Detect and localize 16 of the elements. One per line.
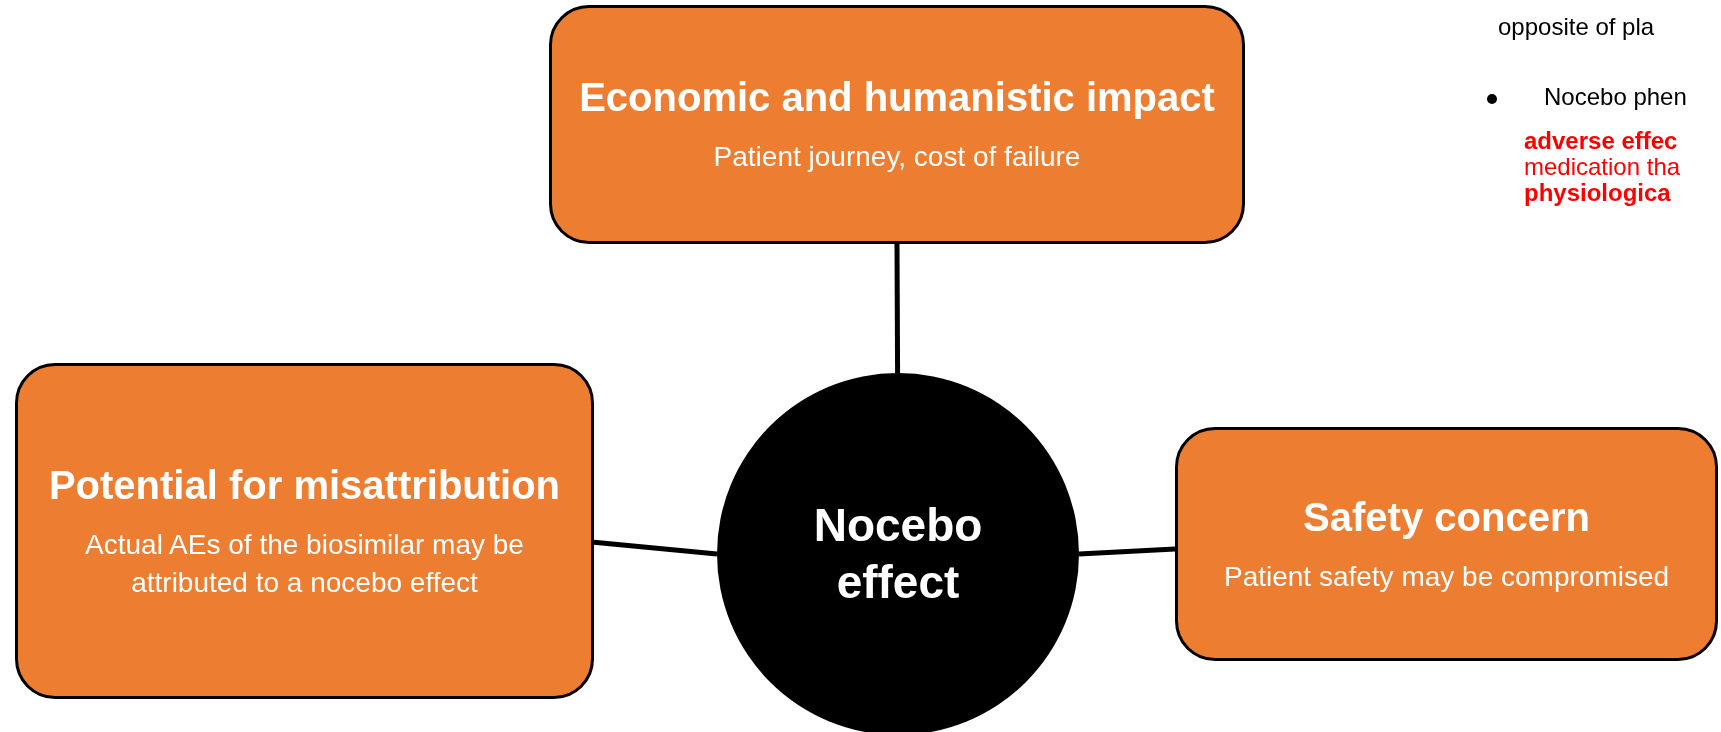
connector-line <box>1078 546 1176 557</box>
note-text: Nocebo phen <box>1544 84 1687 110</box>
topic-box <box>549 5 1245 244</box>
connector-line <box>894 244 901 373</box>
box-description: Actual AEs of the biosimilar may be attributed to a nocebo effect <box>84 527 525 600</box>
box-title: Safety concern <box>1303 493 1590 541</box>
note-text: adverse effec medication tha physiologica <box>1524 128 1682 206</box>
box-title: Nocebo effect <box>812 497 984 610</box>
box-title: Potential for misattribution <box>48 461 561 509</box>
box-description: Patient safety may be compromised <box>1223 559 1670 594</box>
connector-line <box>593 539 718 557</box>
box-description: Patient journey, cost of failure <box>713 140 1081 175</box>
note-text: opposite of pla <box>1498 14 1655 40</box>
box-title: Economic and humanistic impact <box>579 74 1215 122</box>
topic-box <box>15 363 594 699</box>
topic-box <box>1175 427 1718 661</box>
